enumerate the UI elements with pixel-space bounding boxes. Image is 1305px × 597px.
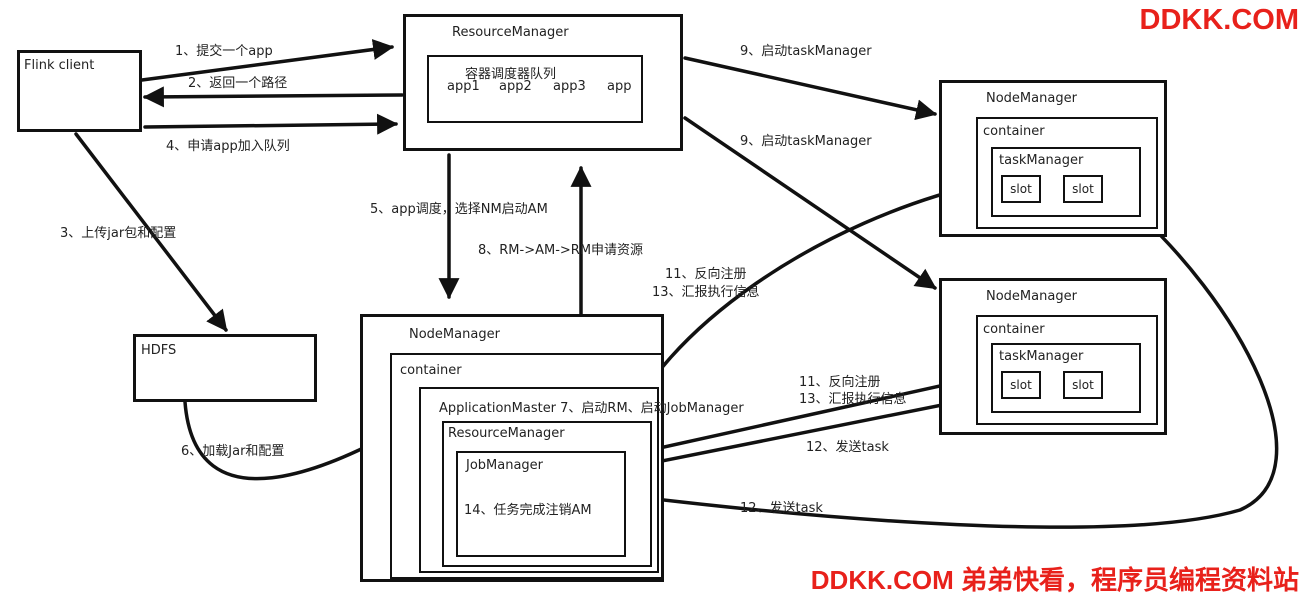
bottom-node-manager-box: NodeManager container taskManager slot s… [939,278,1167,435]
edge-11b-arrow [625,376,978,462]
application-master-box: ApplicationMaster 7、启动RM、启动JobManager Re… [419,387,744,573]
main-container-label: container [400,363,462,378]
scheduler-queue-box: 容器调度器队列 app1 app2 app3 app [427,55,643,123]
top-container-label: container [983,124,1045,139]
top-node-manager-label: NodeManager [986,91,1077,106]
edge-9b-arrow [683,116,937,290]
finish-note-label: 14、任务完成注销AM [464,503,592,518]
edge-8-label: 8、RM->AM->RM申请资源 [478,243,644,258]
edge-12b-label: 12、发送task [740,501,823,516]
top-container-box: container taskManager slot slot [976,117,1158,229]
edge-4-arrow [143,113,399,135]
top-node-manager-box: NodeManager container taskManager slot s… [939,80,1167,237]
top-task-manager-label: taskManager [999,153,1084,168]
edge-13b-label: 13、汇报执行信息 [799,392,907,407]
flink-client-label: Flink client [24,58,95,73]
edge-11b-label: 11、反向注册 [799,375,881,390]
edge-6-label: 6、加载Jar和配置 [181,444,285,459]
job-manager-label: JobManager [466,458,544,473]
edge-2-arrow [142,86,404,108]
edge-9a-label: 9、启动taskManager [740,44,872,59]
edge-11a-label: 11、反向注册 [665,267,747,282]
hdfs-box: HDFS [133,334,317,402]
watermark-bottom: DDKK.COM 弟弟快看，程序员编程资料站 [810,565,1299,595]
edge-9b-label: 9、启动taskManager [740,134,872,149]
resource-manager-box: ResourceManager 容器调度器队列 app1 app2 app3 a… [403,14,683,151]
am-resource-manager-box: ResourceManager JobManager 14、任务完成注销AM [442,421,652,567]
hdfs-label: HDFS [141,343,177,358]
main-node-manager-box: NodeManager container ApplicationMaster … [360,314,744,582]
watermark-top: DDKK.COM [1139,4,1300,36]
bottom-slot-1: slot [1001,371,1041,399]
flink-client-box: Flink client [17,50,142,132]
queue-app-1: app1 [447,79,480,94]
top-task-manager-box: taskManager slot slot [991,147,1141,217]
main-node-manager-label: NodeManager [409,327,500,342]
bottom-task-manager-label: taskManager [999,349,1084,364]
bottom-slot-2: slot [1063,371,1103,399]
edge-1-label: 1、提交一个app [175,44,273,59]
bottom-container-box: container taskManager slot slot [976,315,1158,425]
queue-app-2: app2 [499,79,532,94]
scheduler-queue-title: 容器调度器队列 [465,67,557,82]
edge-3-label: 3、上传jar包和配置 [60,226,177,241]
application-master-label: ApplicationMaster 7、启动RM、启动JobManager [439,401,744,416]
edge-4-label: 4、申请app加入队列 [166,139,290,154]
bottom-container-label: container [983,322,1045,337]
edge-12a-label: 12、发送task [806,440,889,455]
edge-3-arrow [74,132,228,332]
bottom-task-manager-box: taskManager slot slot [991,343,1141,413]
edge-2-label: 2、返回一个路径 [188,76,288,91]
edge-1-arrow [140,39,395,82]
edge-5-label: 5、app调度，选择NM启动AM [370,202,548,217]
queue-app-3: app3 [553,79,586,94]
main-container-box: container ApplicationMaster 7、启动RM、启动Job… [390,353,744,579]
bottom-node-manager-label: NodeManager [986,289,1077,304]
edge-12b-arrow [595,198,1279,529]
top-slot-1: slot [1001,175,1041,203]
resource-manager-label: ResourceManager [452,25,569,40]
am-resource-manager-label: ResourceManager [448,426,565,441]
edge-13a-label: 13、汇报执行信息 [652,285,760,300]
edge-9a-arrow [683,56,938,121]
job-manager-box: JobManager 14、任务完成注销AM [456,451,626,557]
queue-app-4: app [607,79,632,94]
top-slot-2: slot [1063,175,1103,203]
